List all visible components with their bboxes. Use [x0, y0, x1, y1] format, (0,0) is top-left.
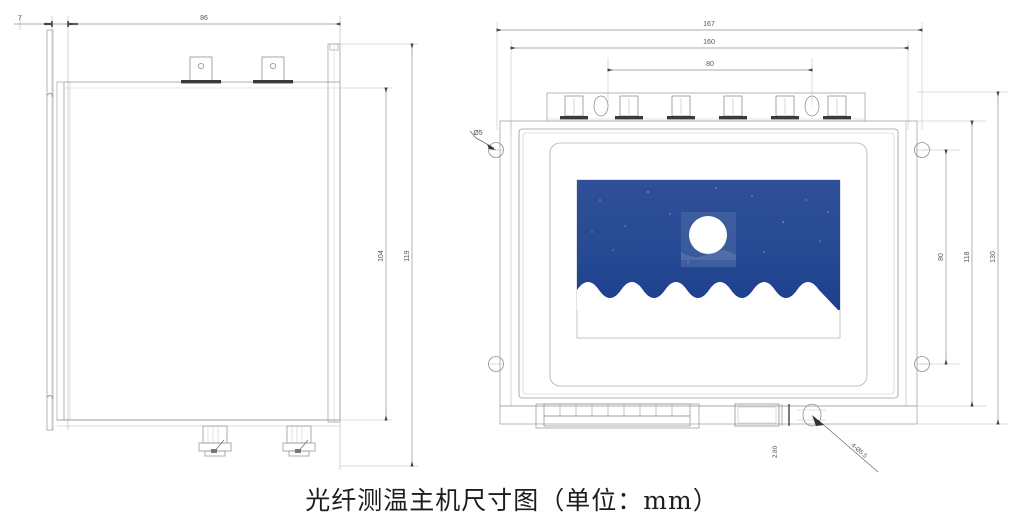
dim-label-80-top: 80	[706, 61, 714, 68]
dim-label-160: 160	[703, 39, 715, 46]
top-connector	[667, 95, 695, 120]
front-view-geometry	[469, 22, 1008, 473]
db-port	[734, 403, 780, 427]
top-connector	[560, 95, 588, 120]
terminal-strip	[543, 403, 691, 427]
side-view-geometry	[14, 16, 418, 470]
lcd-display	[577, 180, 840, 310]
dim-label-104: 104	[378, 250, 385, 262]
dim-label-2-80: 2.80	[772, 445, 779, 458]
top-connector	[823, 95, 851, 120]
top-connector	[771, 95, 799, 120]
figure-caption: 光纤测温主机尺寸图（单位：mm）	[305, 486, 719, 515]
dim-label-80-vert: 80	[938, 253, 945, 261]
top-connector	[719, 95, 747, 120]
round-port	[804, 95, 820, 117]
cable-gland	[282, 425, 316, 457]
dim-label-130: 130	[990, 251, 997, 263]
callout-4-phi5-5: 4-Ø5.5	[850, 442, 869, 460]
mount-tab	[181, 56, 221, 84]
round-port	[593, 95, 609, 117]
dim-label-119: 119	[404, 250, 411, 261]
dim-label-86: 86	[200, 15, 208, 22]
callout-phi5: Ø5	[473, 130, 482, 137]
mount-tab	[253, 56, 293, 84]
lower-right-hole	[802, 403, 822, 427]
dim-label-7: 7	[18, 15, 22, 22]
moon-icon	[689, 216, 727, 254]
cable-gland	[198, 425, 232, 457]
wave-shape	[577, 282, 839, 310]
dim-label-167: 167	[703, 21, 715, 28]
dim-label-118: 118	[964, 251, 971, 262]
top-connector	[615, 95, 643, 120]
